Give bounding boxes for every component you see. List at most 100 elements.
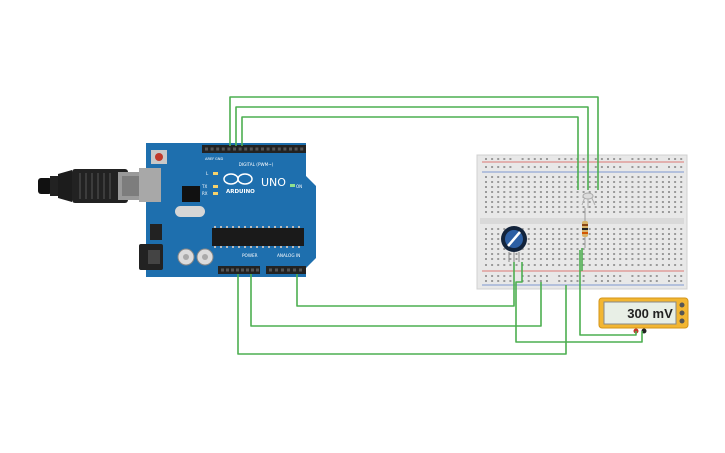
breadboard-hole[interactable] bbox=[668, 176, 670, 178]
breadboard-hole[interactable] bbox=[527, 248, 530, 250]
breadboard-hole[interactable] bbox=[613, 233, 616, 235]
header-pin[interactable] bbox=[293, 268, 296, 272]
breadboard-hole[interactable] bbox=[527, 186, 530, 188]
breadboard-hole[interactable] bbox=[497, 233, 500, 235]
breadboard-hole[interactable] bbox=[588, 181, 591, 183]
breadboard-hole[interactable] bbox=[533, 243, 536, 245]
breadboard-hole[interactable] bbox=[661, 176, 664, 178]
breadboard-hole[interactable] bbox=[515, 206, 518, 208]
breadboard-hole[interactable] bbox=[564, 258, 567, 260]
breadboard-hole[interactable] bbox=[539, 206, 542, 208]
breadboard-hole[interactable] bbox=[485, 176, 487, 178]
breadboard-hole[interactable] bbox=[613, 238, 616, 240]
breadboard-hole[interactable] bbox=[558, 191, 561, 193]
breadboard-hole[interactable] bbox=[631, 206, 634, 208]
breadboard-hole[interactable] bbox=[497, 258, 500, 260]
breadboard-hole[interactable] bbox=[521, 186, 524, 188]
breadboard-hole[interactable] bbox=[546, 201, 548, 203]
breadboard-hole[interactable] bbox=[674, 206, 677, 208]
breadboard-hole[interactable] bbox=[680, 191, 683, 193]
header-pin[interactable] bbox=[227, 147, 231, 151]
breadboard-hole[interactable] bbox=[576, 275, 579, 277]
breadboard-hole[interactable] bbox=[582, 166, 585, 168]
breadboard-hole[interactable] bbox=[637, 191, 640, 193]
breadboard-hole[interactable] bbox=[558, 186, 561, 188]
header-pin[interactable] bbox=[300, 147, 304, 151]
breadboard-hole[interactable] bbox=[546, 280, 548, 282]
breadboard-hole[interactable] bbox=[576, 243, 579, 245]
breadboard-hole[interactable] bbox=[674, 201, 677, 203]
breadboard-hole[interactable] bbox=[607, 264, 609, 266]
breadboard-hole[interactable] bbox=[661, 191, 664, 193]
breadboard-hole[interactable] bbox=[491, 166, 494, 168]
breadboard-hole[interactable] bbox=[564, 248, 567, 250]
breadboard-hole[interactable] bbox=[570, 233, 573, 235]
breadboard-hole[interactable] bbox=[497, 264, 500, 266]
breadboard-hole[interactable] bbox=[576, 228, 579, 230]
breadboard-hole[interactable] bbox=[570, 253, 573, 255]
breadboard-hole[interactable] bbox=[552, 211, 555, 213]
breadboard-hole[interactable] bbox=[539, 238, 542, 240]
breadboard-hole[interactable] bbox=[600, 186, 603, 188]
breadboard-hole[interactable] bbox=[637, 201, 640, 203]
breadboard-hole[interactable] bbox=[594, 258, 597, 260]
breadboard-hole[interactable] bbox=[600, 191, 603, 193]
breadboard-hole[interactable] bbox=[600, 280, 603, 282]
breadboard-hole[interactable] bbox=[637, 228, 640, 230]
breadboard-hole[interactable] bbox=[503, 166, 506, 168]
breadboard-hole[interactable] bbox=[497, 248, 500, 250]
breadboard-hole[interactable] bbox=[643, 158, 646, 160]
breadboard-hole[interactable] bbox=[533, 238, 536, 240]
breadboard-hole[interactable] bbox=[491, 211, 494, 213]
breadboard-hole[interactable] bbox=[546, 258, 548, 260]
breadboard-hole[interactable] bbox=[600, 258, 603, 260]
breadboard-hole[interactable] bbox=[655, 238, 658, 240]
breadboard-hole[interactable] bbox=[637, 275, 640, 277]
breadboard-hole[interactable] bbox=[680, 258, 683, 260]
breadboard-hole[interactable] bbox=[503, 196, 506, 198]
breadboard-hole[interactable] bbox=[594, 201, 597, 203]
breadboard-hole[interactable] bbox=[582, 181, 585, 183]
breadboard-hole[interactable] bbox=[570, 228, 573, 230]
breadboard-hole[interactable] bbox=[533, 206, 536, 208]
breadboard-hole[interactable] bbox=[613, 264, 616, 266]
breadboard-hole[interactable] bbox=[680, 248, 683, 250]
breadboard-hole[interactable] bbox=[485, 158, 487, 160]
header-pin[interactable] bbox=[281, 268, 284, 272]
header-pin[interactable] bbox=[221, 268, 224, 272]
breadboard-hole[interactable] bbox=[570, 181, 573, 183]
breadboard-hole[interactable] bbox=[570, 176, 573, 178]
breadboard-hole[interactable] bbox=[564, 233, 567, 235]
breadboard-hole[interactable] bbox=[558, 264, 561, 266]
breadboard-hole[interactable] bbox=[582, 264, 585, 266]
breadboard-hole[interactable] bbox=[674, 166, 677, 168]
breadboard-hole[interactable] bbox=[570, 258, 573, 260]
breadboard-hole[interactable] bbox=[515, 196, 518, 198]
breadboard-hole[interactable] bbox=[643, 206, 646, 208]
breadboard-hole[interactable] bbox=[509, 253, 512, 255]
breadboard-hole[interactable] bbox=[594, 253, 597, 255]
breadboard-hole[interactable] bbox=[619, 238, 622, 240]
breadboard-hole[interactable] bbox=[643, 186, 646, 188]
breadboard-hole[interactable] bbox=[680, 228, 683, 230]
breadboard-hole[interactable] bbox=[594, 211, 597, 213]
breadboard-hole[interactable] bbox=[576, 238, 579, 240]
breadboard-hole[interactable] bbox=[539, 201, 542, 203]
header-pin[interactable] bbox=[299, 268, 302, 272]
breadboard-hole[interactable] bbox=[527, 158, 530, 160]
breadboard-hole[interactable] bbox=[527, 181, 530, 183]
breadboard-hole[interactable] bbox=[594, 158, 597, 160]
breadboard-hole[interactable] bbox=[564, 264, 567, 266]
breadboard-hole[interactable] bbox=[625, 176, 628, 178]
breadboard-hole[interactable] bbox=[637, 253, 640, 255]
wire-d12-to-sensor[interactable] bbox=[229, 96, 599, 190]
breadboard-hole[interactable] bbox=[533, 253, 536, 255]
breadboard-hole[interactable] bbox=[619, 258, 622, 260]
breadboard-hole[interactable] bbox=[546, 253, 548, 255]
breadboard-hole[interactable] bbox=[613, 196, 616, 198]
breadboard-hole[interactable] bbox=[485, 196, 487, 198]
breadboard-hole[interactable] bbox=[625, 238, 628, 240]
breadboard-hole[interactable] bbox=[643, 253, 646, 255]
breadboard-hole[interactable] bbox=[613, 166, 616, 168]
breadboard-hole[interactable] bbox=[509, 264, 512, 266]
